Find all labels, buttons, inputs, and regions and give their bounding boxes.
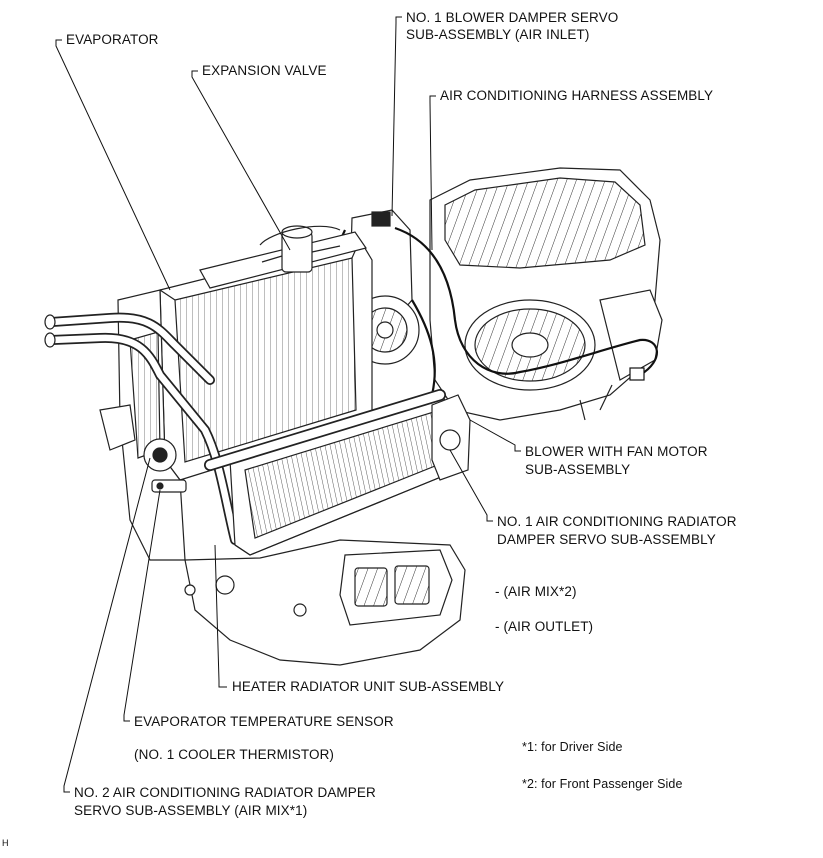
pipe-ends [44, 314, 56, 348]
label-air-mix-2: - (AIR MIX*2) [495, 584, 577, 599]
blower-housing [429, 167, 663, 421]
label-blower-fan-motor-line1: BLOWER WITH FAN MOTOR [525, 444, 708, 459]
label-no1-radiator-damper-line2: DAMPER SERVO SUB-ASSEMBLY [497, 532, 716, 547]
label-blower-damper-servo-line1: NO. 1 BLOWER DAMPER SERVO [406, 10, 619, 25]
expansion-valve [259, 225, 341, 273]
evaporator-core [159, 231, 373, 481]
label-blower-damper-servo-line2: SUB-ASSEMBLY (AIR INLET) [406, 27, 590, 42]
label-ac-harness: AIR CONDITIONING HARNESS ASSEMBLY [440, 88, 714, 103]
heater-radiator [204, 389, 459, 556]
refrigerant-pipes-inner [48, 314, 239, 544]
footnote-passenger-side: *2: for Front Passenger Side [522, 777, 683, 791]
evaporator-temperature-sensor [151, 479, 187, 493]
lower-case-outlet [184, 539, 466, 666]
footnote-driver-side: *1: for Driver Side [522, 740, 623, 754]
label-evap-temp-sensor: EVAPORATOR TEMPERATURE SENSOR [134, 714, 394, 729]
label-heater-radiator: HEATER RADIATOR UNIT SUB-ASSEMBLY [232, 679, 505, 694]
label-cooler-thermistor: (NO. 1 COOLER THERMISTOR) [134, 747, 335, 762]
label-blower-fan-motor-line2: SUB-ASSEMBLY [525, 462, 631, 477]
leader-lines [55, 16, 521, 793]
label-expansion-valve: EXPANSION VALVE [202, 63, 327, 78]
label-air-outlet: - (AIR OUTLET) [495, 619, 594, 634]
label-no2-radiator-damper-line1: NO. 2 AIR CONDITIONING RADIATOR DAMPER [74, 785, 376, 800]
label-no2-radiator-damper-line2: SERVO SUB-ASSEMBLY (AIR MIX*1) [74, 803, 308, 818]
label-no1-radiator-damper-line1: NO. 1 AIR CONDITIONING RADIATOR [497, 514, 737, 529]
radiator-damper-servo-no1 [431, 394, 471, 481]
label-evaporator: EVAPORATOR [66, 32, 159, 47]
corner-mark: H [2, 838, 9, 848]
